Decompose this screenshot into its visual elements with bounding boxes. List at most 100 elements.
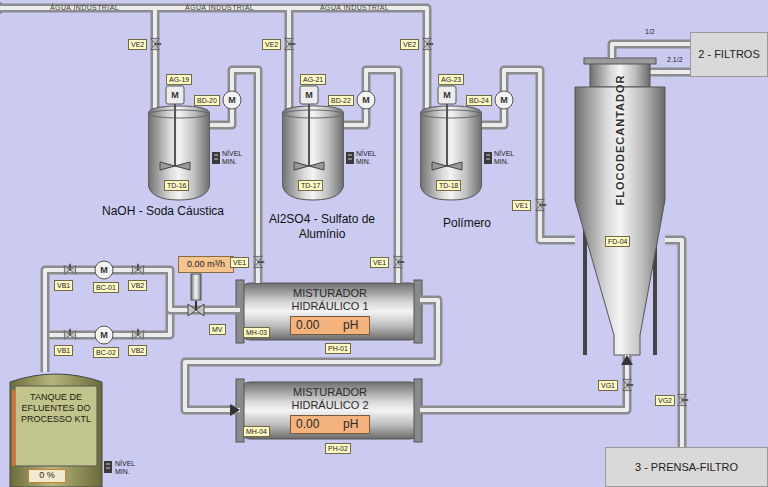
motor-letter: M — [100, 330, 108, 340]
dosing-tank — [420, 104, 482, 200]
tag-number: TD-17 — [298, 180, 323, 191]
flocculator: FLOCODECANTADORFD-04 — [575, 58, 665, 355]
valve-tag: VB1 — [54, 280, 73, 291]
filter-box: 2 - FILTROS — [690, 32, 768, 77]
valve — [285, 38, 296, 49]
level-value: 0 % — [31, 469, 63, 482]
pump-tag: BD-20 — [194, 95, 220, 106]
water-pipe — [0, 8, 427, 112]
pipe-line — [420, 355, 627, 410]
pump — [223, 91, 241, 109]
tank-name: Polímero — [422, 216, 512, 231]
tank-panel — [15, 386, 97, 466]
flow-display: 0.00 m³/h — [178, 256, 234, 273]
valve — [254, 256, 264, 267]
filter-press-box: 3 - PRENSA-FILTRO — [605, 447, 768, 487]
level-bar — [12, 390, 15, 466]
pipe-connector — [420, 355, 633, 410]
pipe-line — [482, 70, 575, 240]
box-label: 3 - PRENSA-FILTRO — [606, 460, 767, 474]
valve-tag: VB1 — [54, 345, 73, 356]
valve — [678, 394, 689, 405]
tag-number: MH-03 — [243, 327, 270, 338]
pipe-line — [665, 70, 690, 74]
valve-tag: VE1 — [512, 200, 531, 211]
vessel-name: FLOCODECANTADOR — [614, 75, 626, 206]
pipe-label: ÁGUA INDUSTRIAL — [50, 4, 119, 12]
pipe-line — [45, 270, 240, 372]
level-switch — [212, 152, 220, 164]
arrow-head — [230, 404, 240, 416]
pipe-line — [612, 44, 690, 58]
level-note: NÍVEL MIN. — [115, 460, 139, 476]
pipe-connector — [185, 300, 438, 416]
pump — [495, 91, 513, 109]
motor — [438, 86, 456, 104]
agitator-tag: AG-21 — [300, 74, 326, 85]
vessel-plate — [584, 58, 656, 64]
valve — [623, 379, 634, 390]
ph-unit: pH — [343, 416, 365, 432]
ph-display: 0.00 pH — [290, 316, 370, 335]
valve-tag: VE2 — [128, 39, 147, 50]
pump-tag: BC-01 — [93, 282, 119, 293]
valve — [132, 264, 143, 275]
ph-value: 0.00 — [296, 317, 336, 333]
mixer-body — [240, 283, 420, 340]
pipe-label: ÁGUA INDUSTRIAL — [320, 4, 389, 12]
pump-tag: BC-02 — [93, 347, 119, 358]
hydraulic-mixer: MISTURADOR HIDRÁULICO 1MH-030.00pH — [240, 283, 420, 340]
motor-letter: M — [305, 90, 313, 100]
pipe-line — [665, 68, 690, 77]
pipe-connector — [45, 270, 240, 372]
agitator-tag: AG-19 — [166, 74, 192, 85]
valve-tag: VE1 — [230, 257, 249, 268]
motor-letter: M — [171, 90, 179, 100]
valve-tag: VB2 — [128, 280, 147, 291]
box-label: 2 - FILTROS — [691, 47, 767, 61]
pipe-size: 2.1/2 — [667, 56, 683, 64]
pipe-connector — [665, 72, 690, 73]
motor — [166, 86, 184, 104]
instrument-tag: PH-01 — [325, 343, 351, 354]
pump — [357, 91, 375, 109]
valve-tag: VE1 — [370, 257, 389, 268]
valve-tag: VG1 — [598, 380, 618, 391]
tag-number: MH-04 — [243, 426, 270, 437]
control-valve — [188, 301, 204, 316]
pipe-connector — [482, 70, 575, 240]
pipe-line — [482, 70, 575, 240]
level-note: NÍVEL MIN. — [222, 150, 246, 166]
motor-letter: M — [443, 90, 451, 100]
pipe-connector — [612, 44, 690, 58]
level-switch — [104, 461, 112, 473]
valve-tag: VE2 — [262, 39, 281, 50]
valve — [64, 329, 75, 340]
dosing-tank — [282, 104, 344, 200]
level-switch — [484, 152, 492, 164]
pipe-line — [420, 355, 627, 410]
valve — [536, 199, 547, 210]
ph-unit: pH — [343, 317, 365, 333]
level-note: NÍVEL MIN. — [356, 150, 380, 166]
pipe-line — [45, 270, 240, 372]
dosing-tank: TD-16NaOH - Soda Cáustica — [148, 112, 210, 195]
pump — [95, 261, 113, 279]
mixer-flange — [414, 280, 422, 343]
motor-letter: M — [100, 265, 108, 275]
effluent-tank: TANQUE DE EFLUENTES DO PROCESSO KTL0 % — [10, 372, 102, 487]
motor — [300, 86, 318, 104]
arrow-head — [621, 355, 633, 365]
mixer-name: MISTURADOR HIDRÁULICO 2 — [280, 386, 380, 412]
tank-name: NaOH - Soda Cáustica — [88, 204, 238, 219]
pipe-label: ÁGUA INDUSTRIAL — [185, 4, 254, 12]
valve-tag: VB2 — [128, 345, 147, 356]
tag-number: TD-16 — [164, 180, 189, 191]
pipe-line — [612, 44, 690, 58]
pipe-size: 1/2 — [645, 28, 655, 36]
motor-letter: M — [500, 95, 508, 105]
valve — [151, 38, 162, 49]
level-switch — [346, 152, 354, 164]
